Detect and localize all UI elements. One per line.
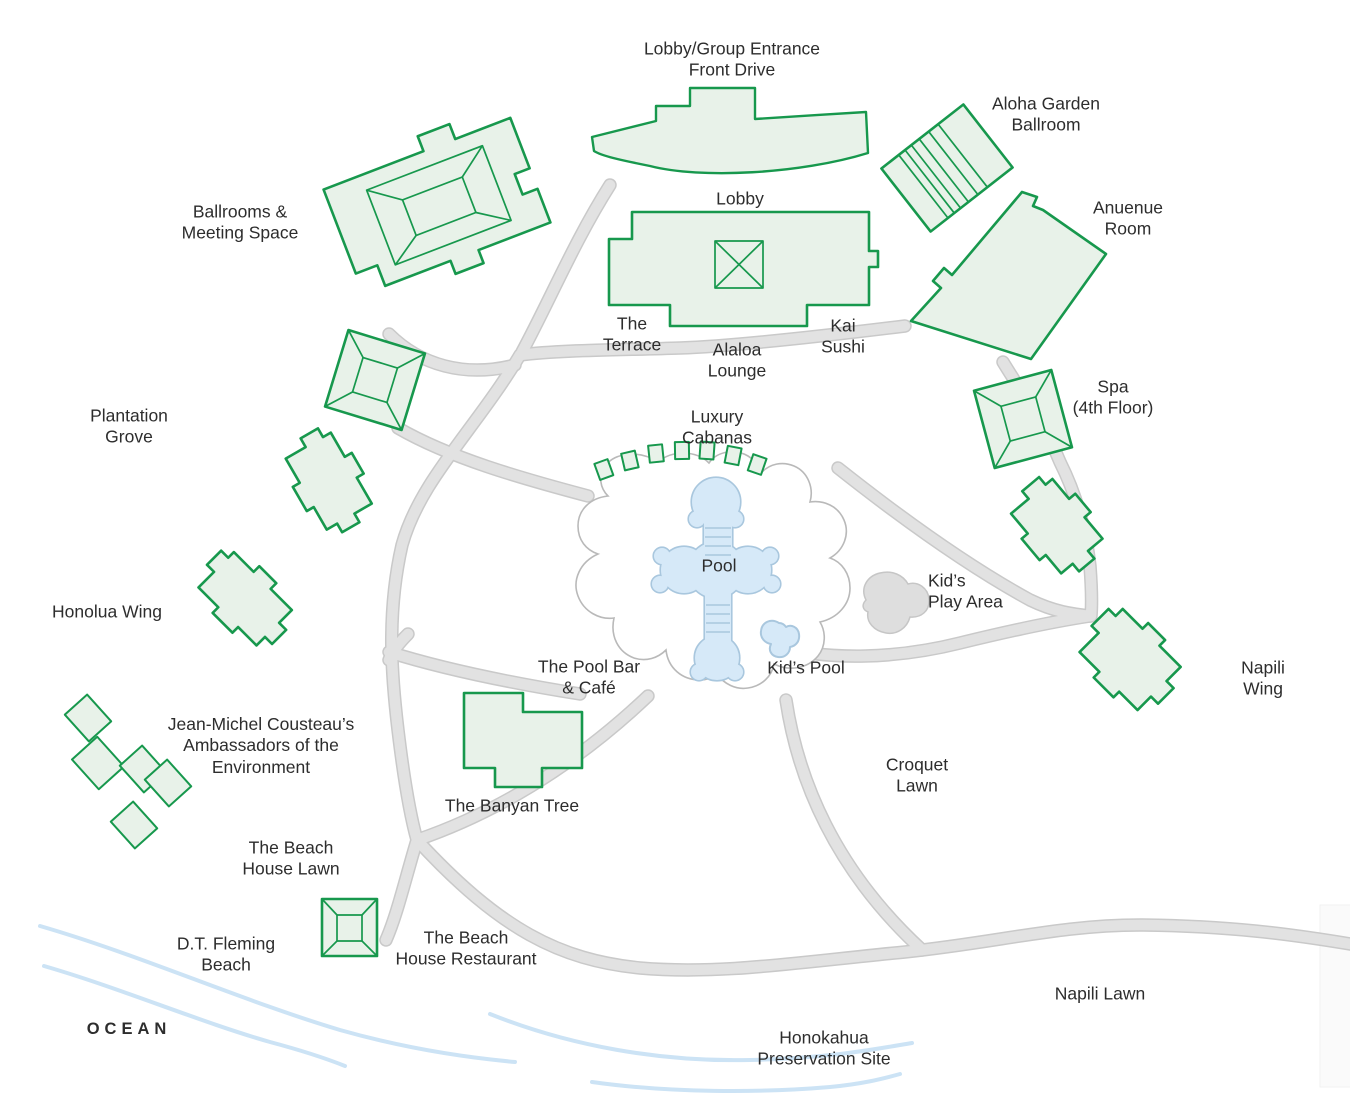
label-kids-play-area: Kid’s Play Area bbox=[928, 570, 1003, 612]
label-kai-sushi: Kai Sushi bbox=[821, 315, 865, 357]
napili-lawn-panel bbox=[1319, 904, 1350, 1088]
label-lobby-group-entrance: Lobby/Group Entrance Front Drive bbox=[643, 38, 821, 80]
label-ocean: OCEAN bbox=[86, 1019, 172, 1038]
label-spa: Spa (4th Floor) bbox=[1072, 376, 1154, 418]
building-banyan-tree bbox=[462, 691, 584, 789]
label-plantation-grove: Plantation Grove bbox=[90, 405, 168, 447]
kids-play-area-shape bbox=[862, 571, 930, 635]
pool-steps bbox=[705, 527, 731, 633]
label-lobby: Lobby bbox=[716, 188, 764, 209]
label-cousteau: Jean-Michel Cousteau’s Ambassadors of th… bbox=[167, 713, 355, 777]
label-napili-lawn: Napili Lawn bbox=[1054, 983, 1146, 1004]
label-alaloa-lounge: Alaloa Lounge bbox=[707, 339, 767, 381]
building-plantation-grove bbox=[323, 328, 427, 432]
label-honokahua: Honokahua Preservation Site bbox=[757, 1027, 891, 1069]
building-anuenue bbox=[909, 190, 1108, 361]
kids-pool-shape bbox=[759, 619, 801, 659]
building-aloha-garden bbox=[880, 103, 1014, 233]
pool-shape bbox=[650, 476, 782, 682]
building-front-drive bbox=[590, 86, 870, 175]
label-croquet-lawn: Croquet Lawn bbox=[885, 754, 949, 796]
label-pool: Pool bbox=[701, 555, 737, 576]
label-beach-house-lawn: The Beach House Lawn bbox=[242, 837, 340, 879]
building-west-wing bbox=[284, 427, 374, 534]
label-ballrooms-meeting: Ballrooms & Meeting Space bbox=[181, 201, 299, 243]
label-kids-pool: Kid’s Pool bbox=[767, 657, 845, 678]
label-banyan-tree: The Banyan Tree bbox=[444, 795, 580, 816]
label-aloha-garden-ballroom: Aloha Garden Ballroom bbox=[992, 93, 1100, 135]
building-beach-house bbox=[320, 897, 379, 958]
walkways bbox=[379, 178, 1350, 977]
label-luxury-cabanas: Luxury Cabanas bbox=[681, 406, 753, 448]
building-cousteau-cluster bbox=[63, 693, 193, 850]
building-lobby bbox=[607, 210, 880, 328]
label-anuenue-room: Anuenue Room bbox=[1092, 197, 1164, 239]
label-dt-fleming-beach: D.T. Fleming Beach bbox=[176, 933, 276, 975]
building-ballrooms bbox=[322, 116, 552, 288]
label-the-terrace: The Terrace bbox=[602, 313, 662, 355]
ocean-waves bbox=[38, 924, 914, 1094]
building-napili-wing bbox=[1078, 607, 1182, 712]
cabanas bbox=[593, 440, 768, 481]
building-honolua-wing bbox=[197, 549, 294, 647]
label-napili-wing: Napili Wing bbox=[1241, 657, 1285, 699]
building-east-wing bbox=[1009, 475, 1104, 575]
label-honolua-wing: Honolua Wing bbox=[52, 601, 162, 622]
label-beach-house-restaurant: The Beach House Restaurant bbox=[395, 927, 537, 969]
label-pool-bar-cafe: The Pool Bar & Café bbox=[537, 656, 641, 698]
building-spa bbox=[972, 368, 1074, 470]
